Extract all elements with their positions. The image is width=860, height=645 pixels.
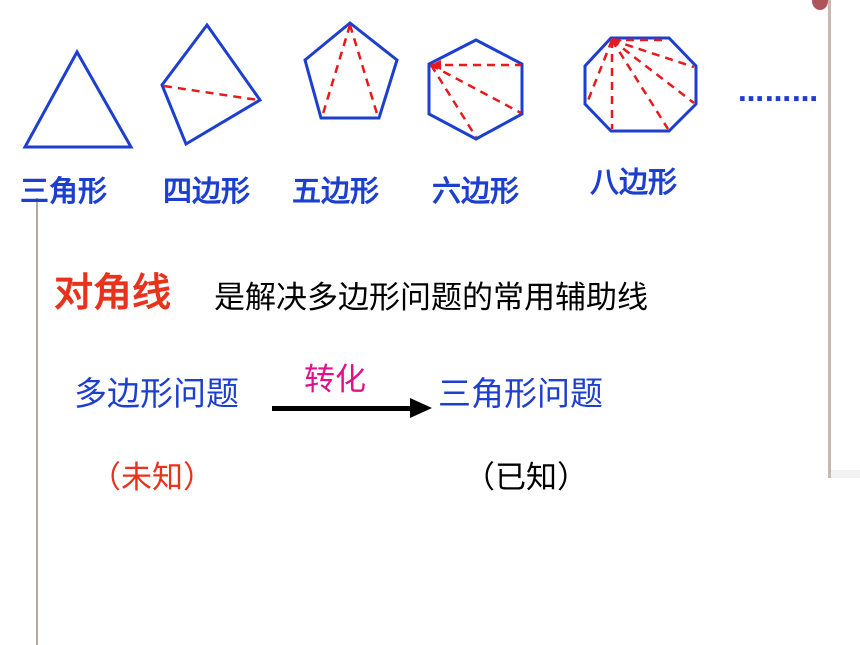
triangle-shape — [22, 48, 134, 149]
known-status: （已知） — [464, 460, 588, 496]
arrow-head-icon — [410, 398, 432, 418]
octagon-arrow-tips — [612, 38, 622, 47]
transform-label: 转化 — [304, 362, 366, 398]
pentagon-diagonal-1 — [320, 24, 352, 118]
pentagon-shape — [303, 21, 399, 120]
pentagon-diagonal-2 — [348, 24, 380, 118]
key-term-diagonal: 对角线 — [54, 270, 172, 316]
ellipsis: ……… — [738, 78, 819, 108]
right-margin-line — [828, 0, 831, 478]
hexagon-arrow-tips — [431, 60, 441, 70]
hexagon-diagonals — [429, 63, 522, 138]
hexagon-shape — [427, 38, 524, 141]
triangle-problem-label: 三角形问题 — [438, 374, 603, 413]
octagon-diagonals — [585, 38, 695, 130]
hexagon-label: 六边形 — [432, 174, 520, 208]
statement-text: 是解决多边形问题的常用辅助线 — [214, 280, 648, 316]
pentagon-label: 五边形 — [292, 174, 380, 208]
quadrilateral-diagonal — [163, 84, 259, 102]
polygon-problem-label: 多边形问题 — [74, 374, 239, 413]
quadrilateral-label: 四边形 — [163, 174, 251, 208]
corner-dot — [812, 0, 828, 10]
left-margin-line — [36, 198, 38, 645]
unknown-status: （未知） — [90, 460, 214, 496]
blank-panel — [598, 478, 860, 645]
transform-arrow-line — [272, 406, 414, 411]
octagon-shape — [583, 36, 698, 133]
octagon-label: 八边形 — [590, 165, 678, 199]
quadrilateral-shape — [160, 22, 263, 147]
triangle-label: 三角形 — [20, 174, 108, 208]
